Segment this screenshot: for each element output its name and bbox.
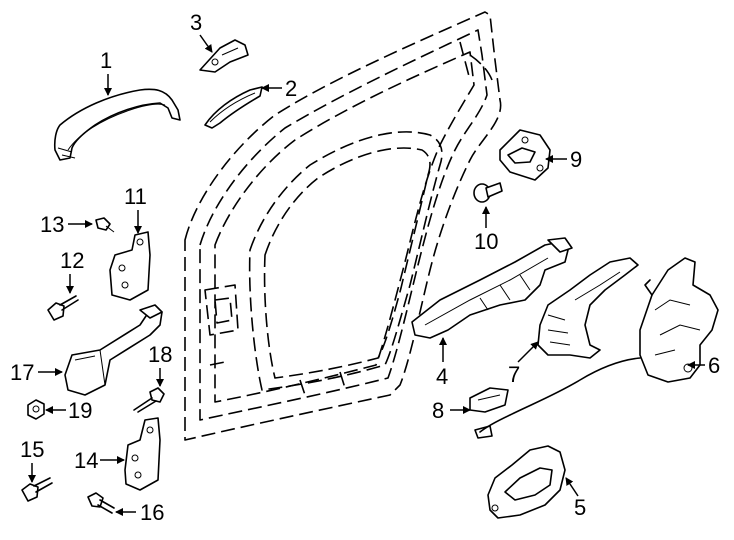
svg-text:3: 3 <box>190 10 202 35</box>
cable-end <box>469 387 509 413</box>
svg-text:18: 18 <box>148 342 172 367</box>
screw-13 <box>95 217 115 233</box>
svg-text:2: 2 <box>285 76 297 101</box>
callout-4: 4 <box>436 337 448 389</box>
callout-19: 19 <box>45 398 92 423</box>
svg-text:10: 10 <box>474 229 498 254</box>
release-cable <box>474 357 641 439</box>
svg-text:14: 14 <box>74 448 98 473</box>
svg-text:9: 9 <box>570 147 582 172</box>
callout-7: 7 <box>508 341 539 387</box>
callout-3: 3 <box>190 10 213 53</box>
outside-handle <box>53 88 181 161</box>
callout-18: 18 <box>148 342 172 387</box>
door-latch <box>639 257 719 383</box>
callout-17: 17 <box>10 360 63 385</box>
bolt-16 <box>87 492 115 514</box>
cylinder-cap <box>199 39 249 73</box>
svg-text:19: 19 <box>68 398 92 423</box>
callout-15: 15 <box>20 437 44 483</box>
bolt-18 <box>133 387 165 413</box>
svg-text:5: 5 <box>574 495 586 520</box>
nut-19 <box>27 399 45 420</box>
callout-9: 9 <box>545 147 582 172</box>
inside-handle <box>487 445 566 519</box>
callout-2: 2 <box>261 76 297 101</box>
callout-10: 10 <box>474 206 498 254</box>
handle-cover <box>204 86 263 129</box>
bolt-12 <box>47 295 79 321</box>
callout-16: 16 <box>115 500 164 525</box>
bolt-15 <box>21 477 53 502</box>
latch-bracket <box>537 257 639 359</box>
callout-13: 13 <box>40 212 93 237</box>
svg-text:11: 11 <box>124 184 147 209</box>
svg-text:16: 16 <box>140 500 164 525</box>
lower-hinge <box>124 417 161 491</box>
svg-text:1: 1 <box>100 48 112 73</box>
striker <box>499 129 551 181</box>
svg-text:4: 4 <box>436 364 448 389</box>
callout-5: 5 <box>565 477 586 520</box>
callout-8: 8 <box>432 398 471 423</box>
svg-text:13: 13 <box>40 212 64 237</box>
callout-12: 12 <box>60 248 84 294</box>
callout-1: 1 <box>100 48 112 96</box>
svg-text:8: 8 <box>432 398 444 423</box>
door-check <box>64 304 163 396</box>
callout-11: 11 <box>124 184 147 234</box>
svg-text:6: 6 <box>708 353 720 378</box>
callout-6: 6 <box>687 353 720 378</box>
svg-text:7: 7 <box>508 362 520 387</box>
svg-text:15: 15 <box>20 437 44 462</box>
upper-hinge <box>109 231 151 301</box>
door-frame <box>184 11 502 441</box>
callout-14: 14 <box>74 448 125 473</box>
svg-text:17: 17 <box>10 360 34 385</box>
striker-bolt <box>473 182 503 203</box>
handle-bracket <box>411 237 573 339</box>
svg-text:12: 12 <box>60 248 84 273</box>
